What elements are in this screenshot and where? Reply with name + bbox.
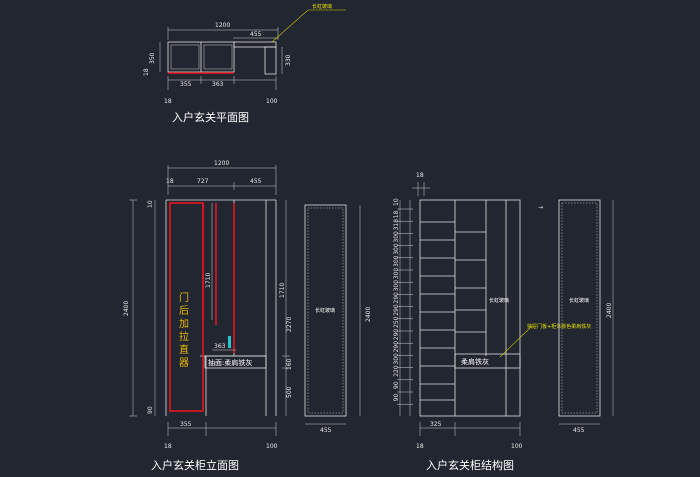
structure-top-18: 18 bbox=[416, 172, 424, 179]
door-text-2: 加 bbox=[179, 318, 189, 330]
structure-left-dim: 290 bbox=[393, 304, 400, 316]
plan-width-1200: 1200 bbox=[215, 22, 230, 29]
elevation-top-727: 727 bbox=[197, 178, 209, 185]
door-text-5: 器 bbox=[179, 357, 189, 369]
door-text-1: 后 bbox=[179, 305, 189, 317]
structure-side-glass-label: 长虹玻璃 bbox=[569, 297, 589, 304]
elevation-view: 1200 18 727 455 2400 10 90 363 1710 bbox=[123, 160, 372, 472]
structure-arrow: → bbox=[538, 204, 543, 211]
door-text-4: 直 bbox=[179, 343, 189, 356]
elevation-width-1200: 1200 bbox=[214, 160, 229, 167]
structure-left-dim: 250 bbox=[393, 316, 400, 328]
elevation-bottom-100: 100 bbox=[266, 443, 278, 450]
elevation-drawer-label: 抽面:柔肩铁灰 bbox=[208, 358, 252, 367]
elevation-side-width: 455 bbox=[320, 427, 332, 434]
structure-bottom-325: 325 bbox=[430, 421, 442, 428]
structure-caption: 入户玄关柜结构图 bbox=[426, 458, 514, 472]
structure-left-dim: 90 bbox=[393, 393, 400, 401]
elevation-bottom-355: 355 bbox=[180, 421, 192, 428]
elevation-caption: 入户玄关柜立面图 bbox=[151, 458, 239, 472]
structure-side-height: 2400 bbox=[606, 303, 613, 318]
structure-side-width: 455 bbox=[573, 427, 585, 434]
structure-drawer-label: 柔肩铁灰 bbox=[461, 357, 489, 366]
structure-glass-label: 长虹玻璃 bbox=[489, 297, 509, 304]
structure-left-dim: 300 bbox=[393, 268, 400, 280]
plan-left-18: 18 bbox=[164, 98, 172, 105]
structure-left-dim: 290 bbox=[393, 329, 400, 341]
elevation-top-10: 10 bbox=[147, 200, 154, 208]
plan-edge-18: 18 bbox=[143, 68, 150, 76]
plan-cell-363: 363 bbox=[212, 81, 224, 88]
structure-left-dim: 300 bbox=[393, 353, 400, 365]
door-text-0: 门 bbox=[179, 291, 189, 304]
elevation-top-455: 455 bbox=[250, 178, 262, 185]
door-text-3: 拉 bbox=[179, 330, 189, 343]
structure-shelves bbox=[420, 221, 486, 401]
structure-bottom-100: 100 bbox=[511, 443, 523, 450]
structure-left-dim: 300 bbox=[393, 231, 400, 243]
elevation-height-1710b: 1710 bbox=[279, 283, 286, 298]
elevation-height-1710: 1710 bbox=[205, 273, 212, 288]
structure-left-dim: 300 bbox=[393, 243, 400, 255]
elevation-height-2270: 2270 bbox=[286, 317, 293, 332]
plan-view: 1200 455 350 18 330 355 363 18 100 长虹玻璃 bbox=[143, 3, 346, 124]
structure-left-dim: 318 bbox=[393, 219, 400, 231]
plan-width-455: 455 bbox=[250, 31, 262, 38]
structure-left-dim: 220 bbox=[393, 365, 400, 377]
structure-left-dim: 290 bbox=[393, 292, 400, 304]
plan-depth-330: 330 bbox=[285, 54, 292, 66]
plan-right-100: 100 bbox=[266, 98, 278, 105]
structure-left-dim: 90 bbox=[393, 381, 400, 389]
plan-depth-350: 350 bbox=[149, 52, 156, 64]
elevation-height-160: 160 bbox=[286, 358, 293, 370]
elevation-top-18: 18 bbox=[166, 178, 174, 185]
plan-cell-355: 355 bbox=[180, 81, 192, 88]
elevation-height-500: 500 bbox=[286, 386, 293, 398]
structure-bottom-18: 18 bbox=[416, 443, 424, 450]
structure-left-dim: 18 bbox=[393, 210, 400, 218]
elevation-drawer-363: 363 bbox=[214, 343, 226, 350]
handle-fitting bbox=[228, 336, 231, 348]
plan-glass-label: 长虹玻璃 bbox=[312, 3, 332, 10]
elevation-bottom-18: 18 bbox=[164, 443, 172, 450]
elevation-side-height: 2400 bbox=[365, 307, 372, 322]
elevation-bottom-90: 90 bbox=[147, 406, 154, 414]
plan-caption: 入户玄关平面图 bbox=[172, 110, 249, 124]
structure-left-dims: 1018318300300300300300290290250290290300… bbox=[393, 198, 413, 405]
structure-left-dim: 10 bbox=[393, 198, 400, 206]
structure-left-dim: 300 bbox=[393, 255, 400, 267]
structure-left-dim: 290 bbox=[393, 341, 400, 353]
structure-view: 18 1018318300300300300300290290250290290… bbox=[393, 172, 614, 472]
elevation-height-2400: 2400 bbox=[123, 301, 130, 316]
elevation-glass-label: 长虹玻璃 bbox=[315, 307, 335, 314]
structure-left-dim: 300 bbox=[393, 280, 400, 292]
